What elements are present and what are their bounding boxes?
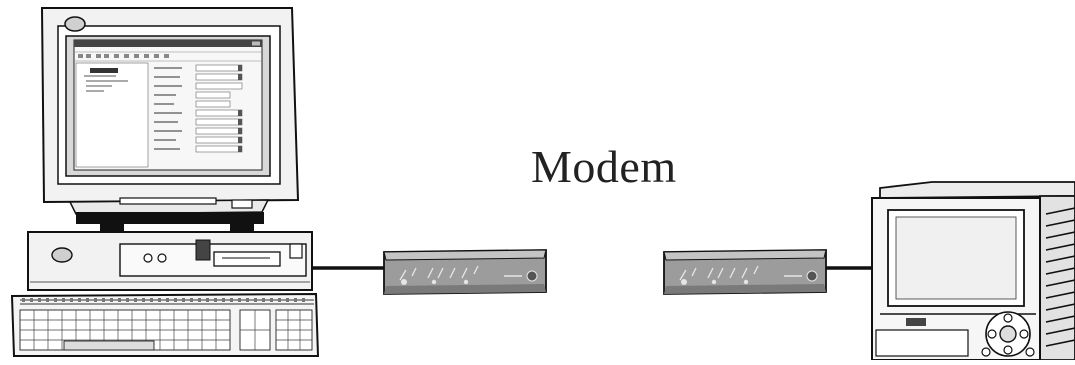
window-titlebar	[74, 40, 262, 47]
modem-left-power-button	[526, 270, 538, 282]
property-grid	[154, 64, 243, 153]
unit-logo	[51, 247, 73, 263]
tree-pane	[75, 62, 149, 168]
floppy-drive	[213, 251, 281, 267]
system-unit	[27, 231, 313, 291]
recorder-keypad	[981, 311, 1035, 357]
modem-caption: Modem	[531, 141, 677, 192]
computer	[10, 7, 320, 357]
modem-right-power-button	[806, 270, 818, 282]
modem-left-led	[401, 279, 407, 285]
keyboard	[10, 292, 320, 357]
recorder	[871, 181, 1075, 361]
modem-right-led	[681, 279, 687, 285]
monitor-power-button	[64, 16, 86, 32]
toolbar	[78, 54, 169, 58]
modem-right	[663, 249, 827, 295]
drive-bay	[195, 239, 211, 261]
modem-left	[383, 249, 547, 295]
software-window	[73, 39, 263, 171]
